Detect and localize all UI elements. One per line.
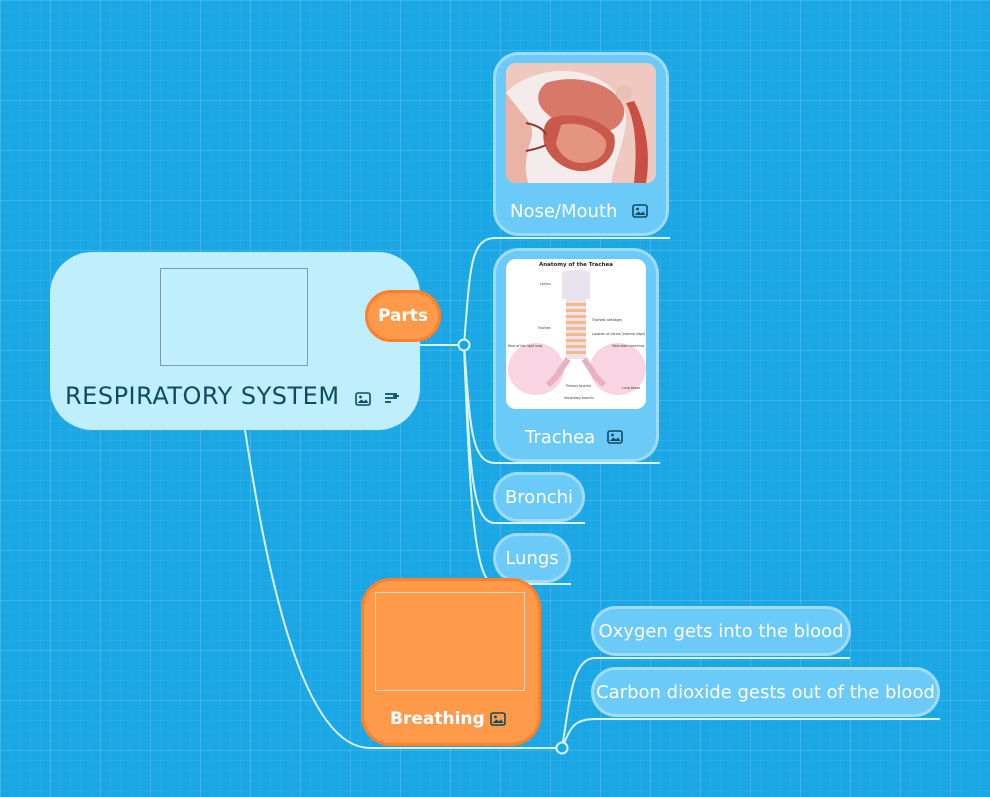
- trachea-label-carina: Location of carina (internal ridge): [592, 332, 645, 336]
- trachea-label-root: Root of the right lung: [508, 344, 542, 348]
- connector-oxygen: [561, 657, 850, 749]
- image-icon[interactable]: [355, 392, 371, 406]
- breathing-hub-dot: [555, 741, 569, 755]
- connector-carbon: [561, 718, 940, 749]
- trachea-label-trachea: Trachea: [537, 326, 550, 330]
- oxygen-label: Oxygen gets into the blood: [598, 620, 844, 642]
- connector-nose: [463, 237, 670, 346]
- connector-root-breathing: [244, 429, 562, 749]
- lungs-node[interactable]: Lungs: [493, 533, 571, 583]
- trachea-label-bronchus: Main stem bronchus: [612, 344, 645, 348]
- notes-icon[interactable]: [384, 392, 400, 406]
- image-icon[interactable]: [607, 430, 623, 444]
- breathing-label: Breathing: [390, 709, 485, 729]
- parts-hub-dot: [457, 338, 471, 352]
- oxygen-node[interactable]: Oxygen gets into the blood: [591, 606, 851, 656]
- bronchi-node[interactable]: Bronchi: [493, 472, 585, 522]
- breathing-image-placeholder: [375, 592, 525, 691]
- carbon-dioxide-node[interactable]: Carbon dioxide gests out of the blood: [591, 667, 940, 717]
- breathing-node[interactable]: Breathing: [361, 578, 541, 746]
- nose-mouth-node[interactable]: Nose/Mouth: [493, 52, 669, 236]
- trachea-image: Anatomy of the Trachea Larynx Tracheal c…: [506, 259, 646, 409]
- trachea-label-cartilages: Tracheal cartilages: [591, 318, 622, 322]
- bronchi-label: Bronchi: [504, 486, 574, 508]
- root-node[interactable]: RESPIRATORY SYSTEM: [50, 252, 420, 430]
- nose-mouth-label: Nose/Mouth: [510, 201, 618, 222]
- trachea-label-primary: Primary bronchi: [566, 384, 591, 388]
- trachea-label-lung: Lung tissue: [622, 386, 640, 390]
- root-title: RESPIRATORY SYSTEM: [65, 382, 340, 410]
- root-image-placeholder: [160, 268, 308, 366]
- trachea-image-title: Anatomy of the Trachea: [539, 262, 613, 268]
- nose-mouth-image: [506, 63, 656, 183]
- lungs-label: Lungs: [505, 547, 559, 569]
- image-icon[interactable]: [632, 204, 648, 218]
- parts-node[interactable]: Parts: [365, 290, 441, 342]
- trachea-node[interactable]: Anatomy of the Trachea Larynx Tracheal c…: [493, 248, 659, 462]
- trachea-label-larynx: Larynx: [540, 282, 551, 286]
- image-icon[interactable]: [490, 712, 506, 726]
- parts-label: Parts: [377, 306, 429, 326]
- trachea-label: Trachea: [525, 427, 596, 448]
- carbon-dioxide-label: Carbon dioxide gests out of the blood: [596, 681, 935, 703]
- trachea-label-secondary: Secondary bronchi: [564, 396, 594, 400]
